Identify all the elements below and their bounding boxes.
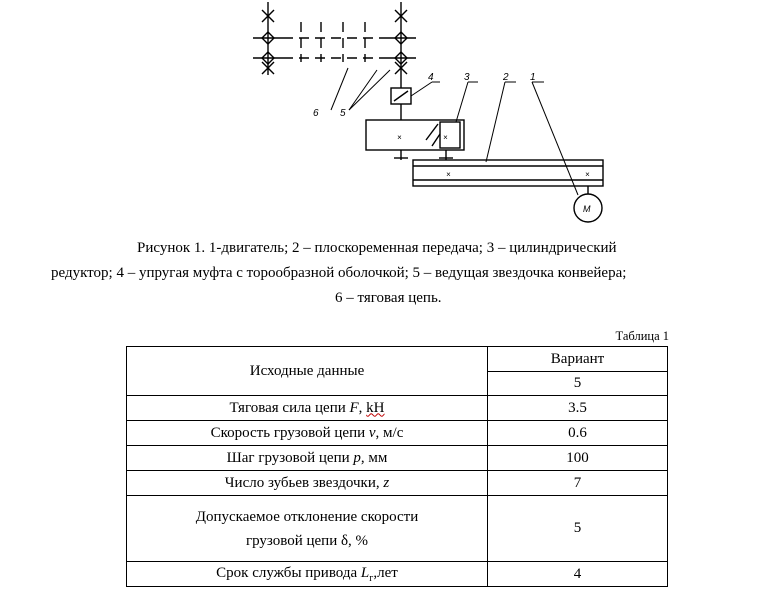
elastic-coupling bbox=[390, 87, 412, 120]
shaft-mark: × bbox=[443, 133, 448, 142]
kinematic-scheme-figure: × × × × 6 5 4 3 2 1 M bbox=[253, 2, 604, 223]
flat-belt-drive bbox=[412, 159, 604, 194]
label-3: 3 bbox=[464, 72, 470, 83]
value-cell: 100 bbox=[487, 445, 668, 471]
reducer bbox=[365, 119, 465, 160]
value-cell: 5 bbox=[487, 495, 668, 562]
table-row: Скорость грузовой цепи v, м/с 0.6 bbox=[126, 420, 668, 446]
value-cell: 3.5 bbox=[487, 395, 668, 421]
param-cell: Число зубьев звездочки, z bbox=[126, 470, 488, 496]
value-cell: 4 bbox=[487, 561, 668, 587]
header-variant: Вариант bbox=[487, 346, 668, 372]
table-label: Таблица 1 bbox=[615, 329, 669, 343]
variant-number: 5 bbox=[487, 371, 668, 396]
param-cell: Срок службы привода Lг,лет bbox=[126, 561, 488, 587]
param-cell: Тяговая сила цепи F, kH bbox=[126, 395, 488, 421]
traction-chain bbox=[283, 22, 386, 62]
figure-caption-line-3: 6 – тяговая цепь. bbox=[335, 290, 442, 306]
label-6: 6 bbox=[313, 108, 319, 119]
table-row: Тяговая сила цепи F, kH 3.5 bbox=[126, 395, 668, 421]
shaft-mark: × bbox=[397, 133, 402, 142]
motor-symbol: M bbox=[583, 204, 591, 214]
shaft-mark: × bbox=[585, 170, 590, 179]
table-row: Шаг грузовой цепи p, мм 100 bbox=[126, 445, 668, 471]
shaft-mark: × bbox=[446, 170, 451, 179]
label-5: 5 bbox=[340, 108, 346, 119]
left-sprocket bbox=[253, 2, 283, 75]
label-2: 2 bbox=[502, 72, 509, 83]
table-row: Срок службы привода Lг,лет 4 bbox=[126, 561, 668, 587]
label-4: 4 bbox=[428, 72, 434, 83]
figure-caption-line-1: Рисунок 1. 1-двигатель; 2 – плоскоременн… bbox=[137, 240, 617, 256]
table-row: Число зубьев звездочки, z 7 bbox=[126, 470, 668, 496]
motor bbox=[573, 193, 603, 223]
value-cell: 7 bbox=[487, 470, 668, 496]
param-cell: Шаг грузовой цепи p, мм bbox=[126, 445, 488, 471]
value-cell: 0.6 bbox=[487, 420, 668, 446]
label-1: 1 bbox=[530, 72, 536, 83]
param-cell: Скорость грузовой цепи v, м/с bbox=[126, 420, 488, 446]
source-data-table: Исходные данные Вариант 5 Тяговая сила ц… bbox=[126, 346, 668, 587]
right-sprocket-shaft bbox=[386, 2, 416, 88]
figure-caption-line-2: редуктор; 4 – упругая муфта с торообразн… bbox=[51, 265, 627, 281]
header-source-data: Исходные данные bbox=[126, 346, 488, 396]
leader-lines bbox=[330, 67, 579, 196]
